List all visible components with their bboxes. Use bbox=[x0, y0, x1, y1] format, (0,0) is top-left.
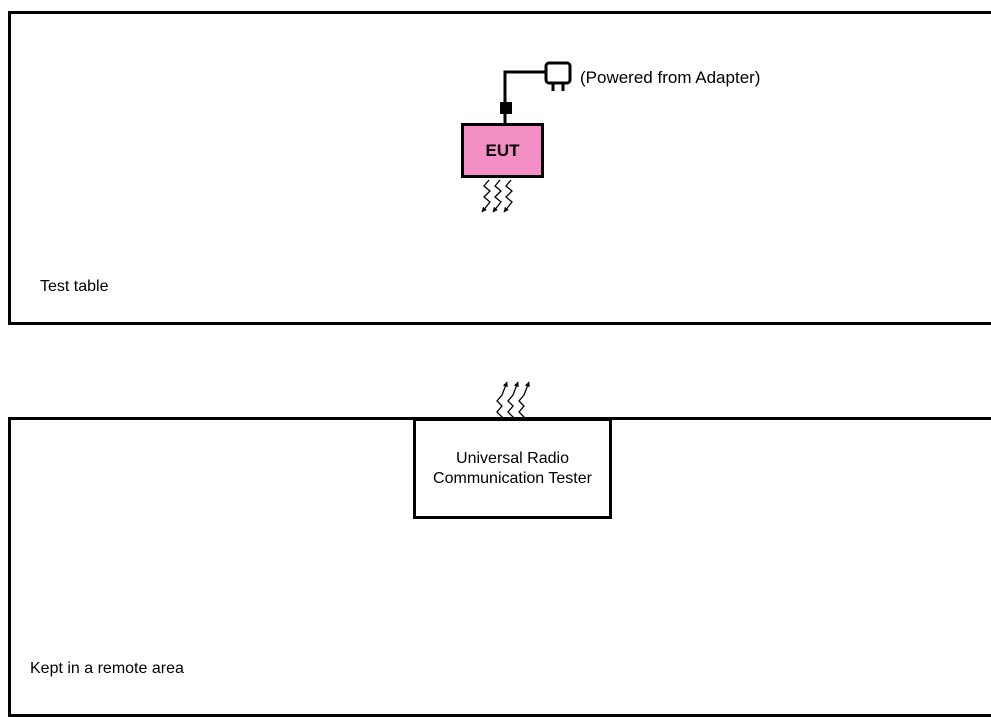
eut-box: EUT bbox=[461, 123, 544, 178]
test-table-label: Test table bbox=[40, 278, 109, 295]
remote-area-label: Kept in a remote area bbox=[30, 660, 184, 677]
wireless-signal-up-icon bbox=[496, 381, 530, 419]
tester-box: Universal Radio Communication Tester bbox=[413, 418, 612, 519]
adapter-label: (Powered from Adapter) bbox=[580, 68, 761, 87]
